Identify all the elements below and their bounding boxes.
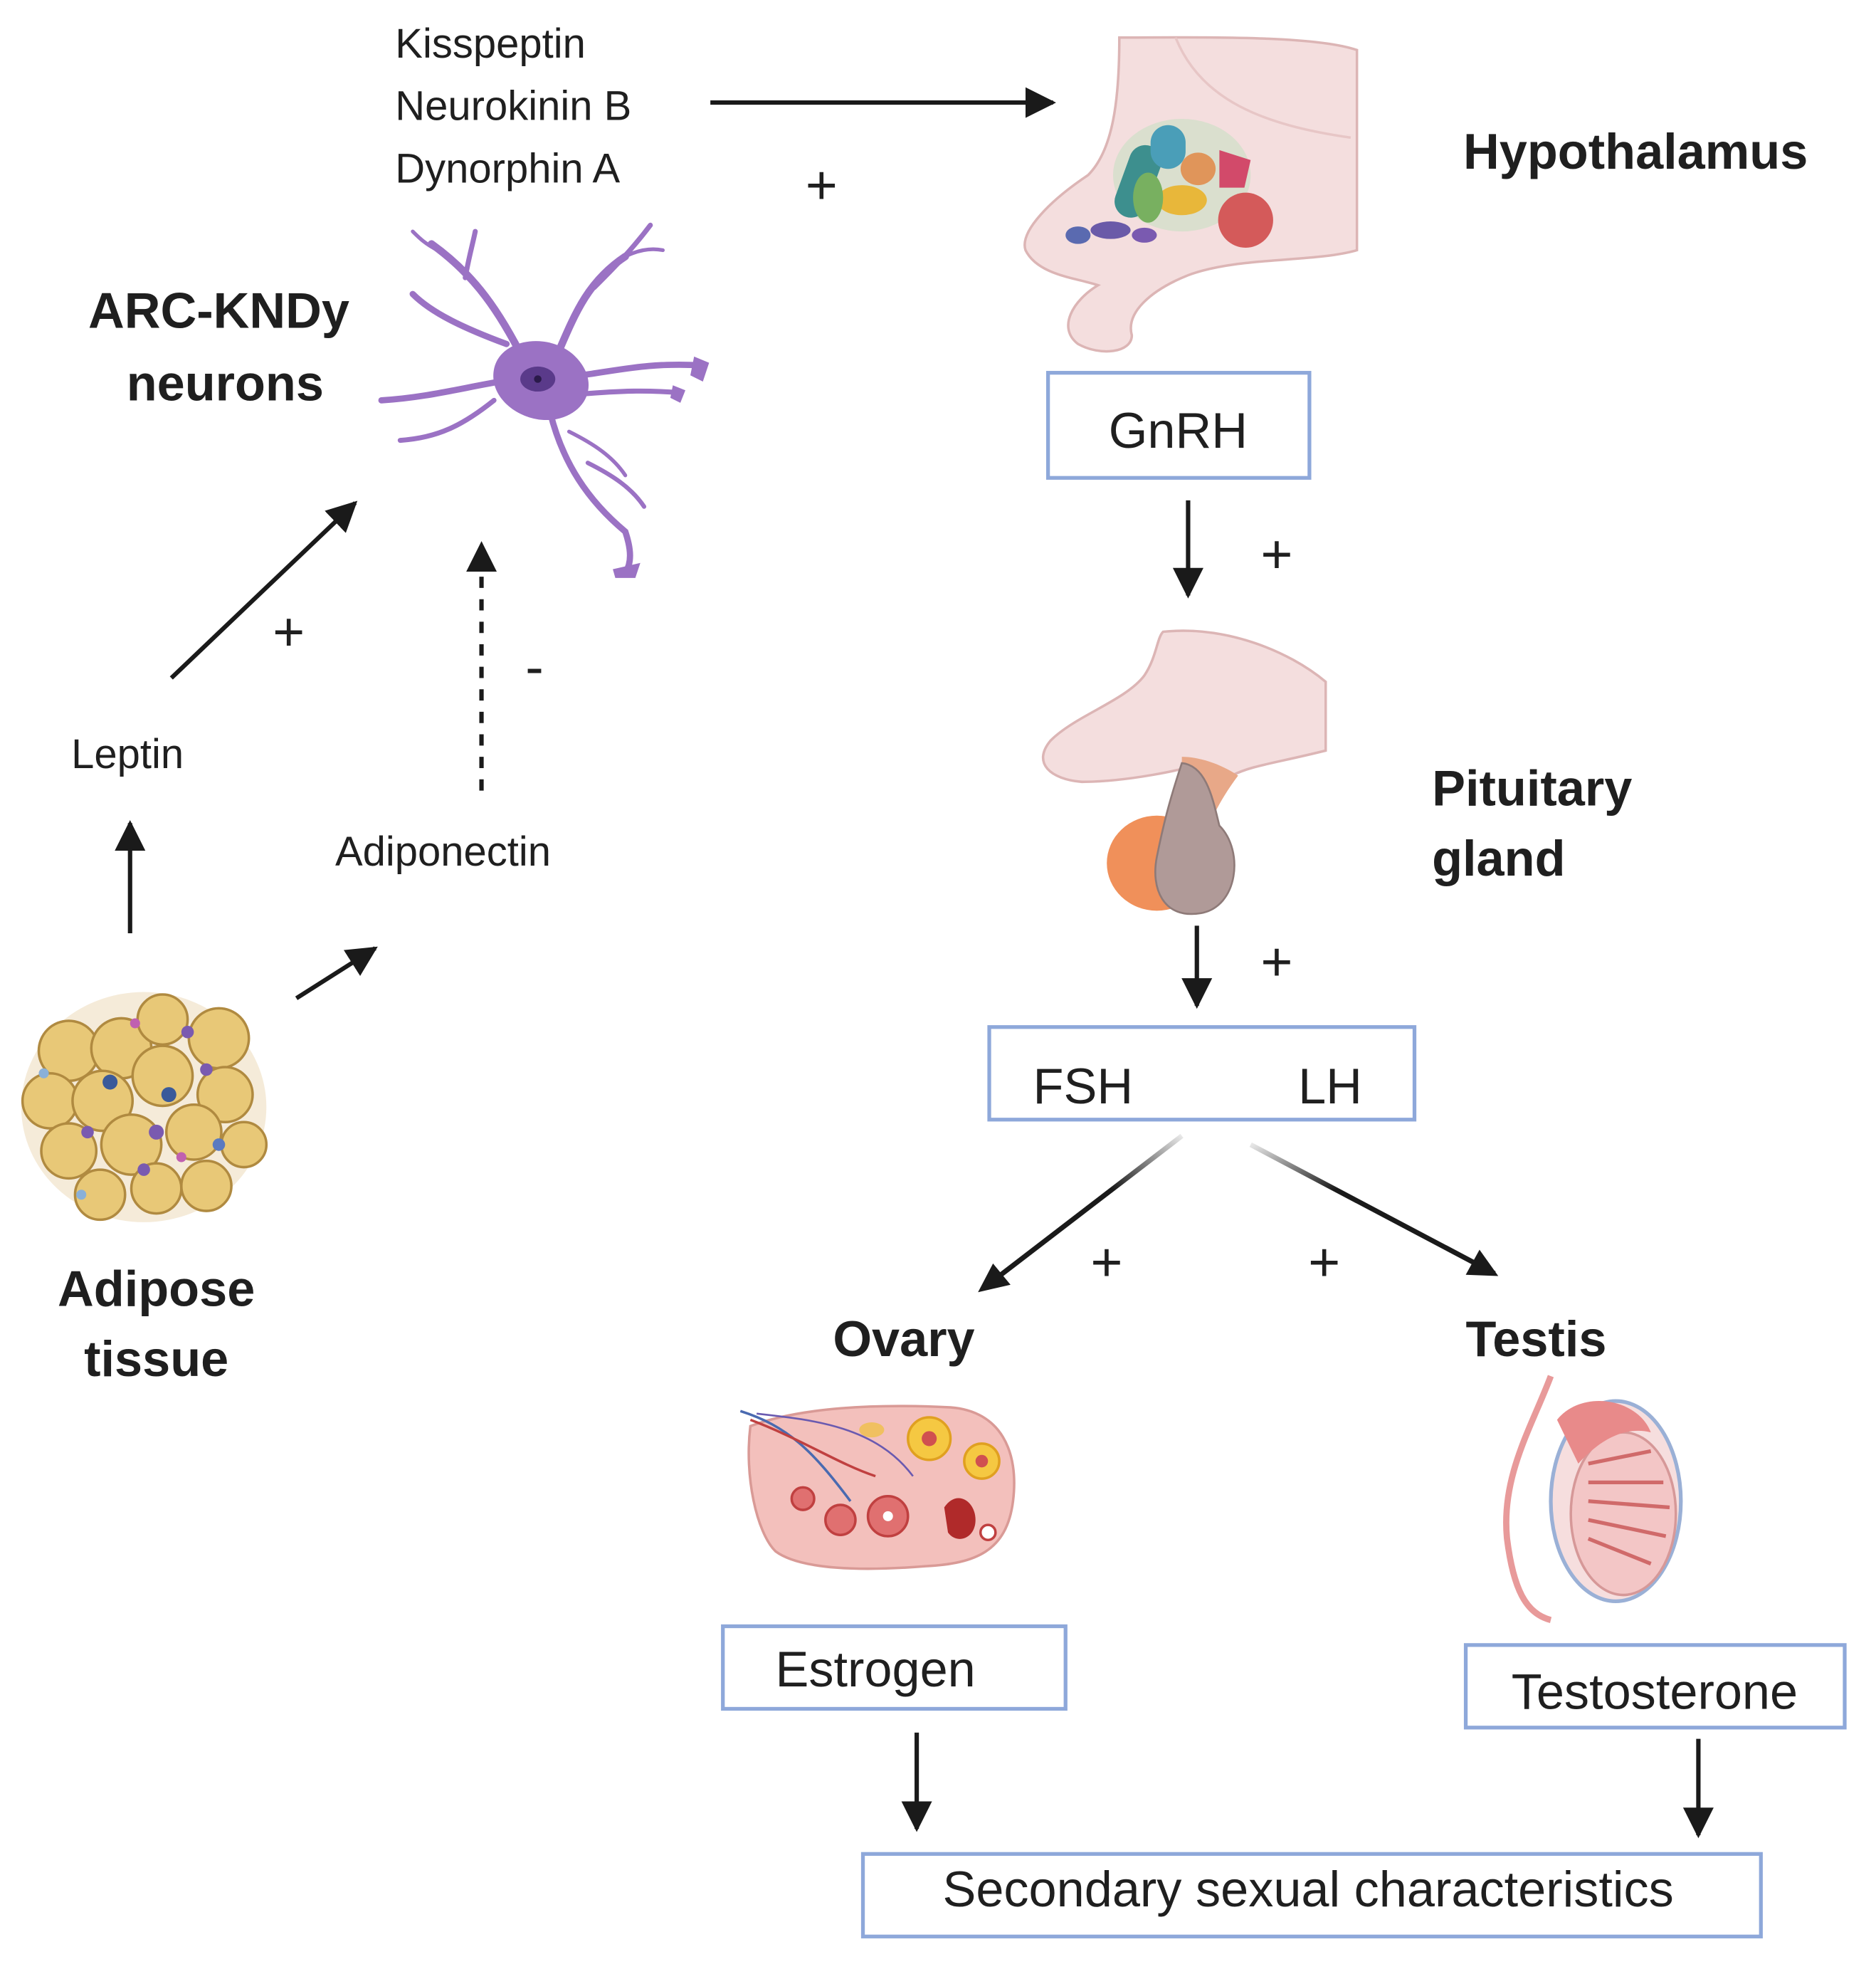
hypothalamus-label: Hypothalamus (1463, 123, 1808, 179)
minus-sign-adiponectin: - (525, 636, 544, 698)
ovary-illustration (739, 1405, 1016, 1570)
adipose-tissue-illustration (21, 992, 268, 1222)
arc-kndy-label-line1: ARC-KNDy (88, 282, 349, 338)
hypothalamus-illustration (1023, 36, 1359, 353)
plus-sign-testis: + (1308, 1232, 1340, 1293)
testosterone-box (1463, 1643, 1847, 1730)
pituitary-illustration (1041, 629, 1327, 915)
arrow-leptin-to-neurons (169, 500, 358, 680)
testis-label: Testis (1466, 1311, 1607, 1367)
secondary-characteristics-box (860, 1852, 1763, 1938)
arc-kndy-label-line2: neurons (127, 355, 324, 411)
neuron-illustration (378, 222, 704, 577)
adiponectin-label: Adiponectin (335, 829, 551, 875)
plus-sign-hypothalamus: + (806, 154, 838, 216)
plus-sign-gnrh: + (1260, 524, 1292, 585)
pituitary-label-line1: Pituitary (1432, 760, 1632, 817)
fsh-label: FSH (1033, 1058, 1134, 1114)
testosterone-label: Testosterone (1512, 1663, 1798, 1719)
plus-sign-leptin: + (273, 602, 305, 663)
estrogen-label: Estrogen (775, 1641, 975, 1697)
ovary-label: Ovary (833, 1311, 974, 1367)
arrow-lh-to-testis-head (1465, 1249, 1499, 1276)
plus-sign-ovary: + (1090, 1232, 1122, 1293)
leptin-label: Leptin (71, 732, 184, 777)
arrow-lh-to-testis-line (1249, 1142, 1496, 1276)
gnrh-label: GnRH (1109, 402, 1248, 458)
arrow-adipose-to-adiponectin (295, 946, 378, 1000)
neuron-terminal-2 (670, 385, 686, 403)
lh-label: LH (1298, 1058, 1362, 1114)
adipose-label-line1: Adipose (58, 1261, 255, 1317)
estrogen-box (721, 1624, 1068, 1711)
neuron-terminal-1 (690, 356, 710, 382)
neurokinin-label: Neurokinin B (395, 84, 631, 130)
dynorphin-label: Dynorphin A (395, 147, 620, 192)
arrow-fsh-to-ovary-head (978, 1263, 1011, 1293)
neuron-nucleolus (534, 375, 542, 383)
gnrh-box (1045, 371, 1312, 480)
fsh-lh-box (987, 1025, 1417, 1122)
adipose-label-line2: tissue (84, 1330, 228, 1387)
kisspeptin-label: Kisspeptin (395, 21, 586, 67)
pituitary-label-line2: gland (1432, 830, 1565, 886)
neuron-terminal-3 (613, 562, 641, 578)
plus-sign-pituitary: + (1260, 932, 1292, 993)
secondary-characteristics-label: Secondary sexual characteristics (942, 1861, 1673, 1917)
arrow-fsh-to-ovary-line (981, 1133, 1184, 1291)
testis-illustration (1503, 1375, 1683, 1623)
